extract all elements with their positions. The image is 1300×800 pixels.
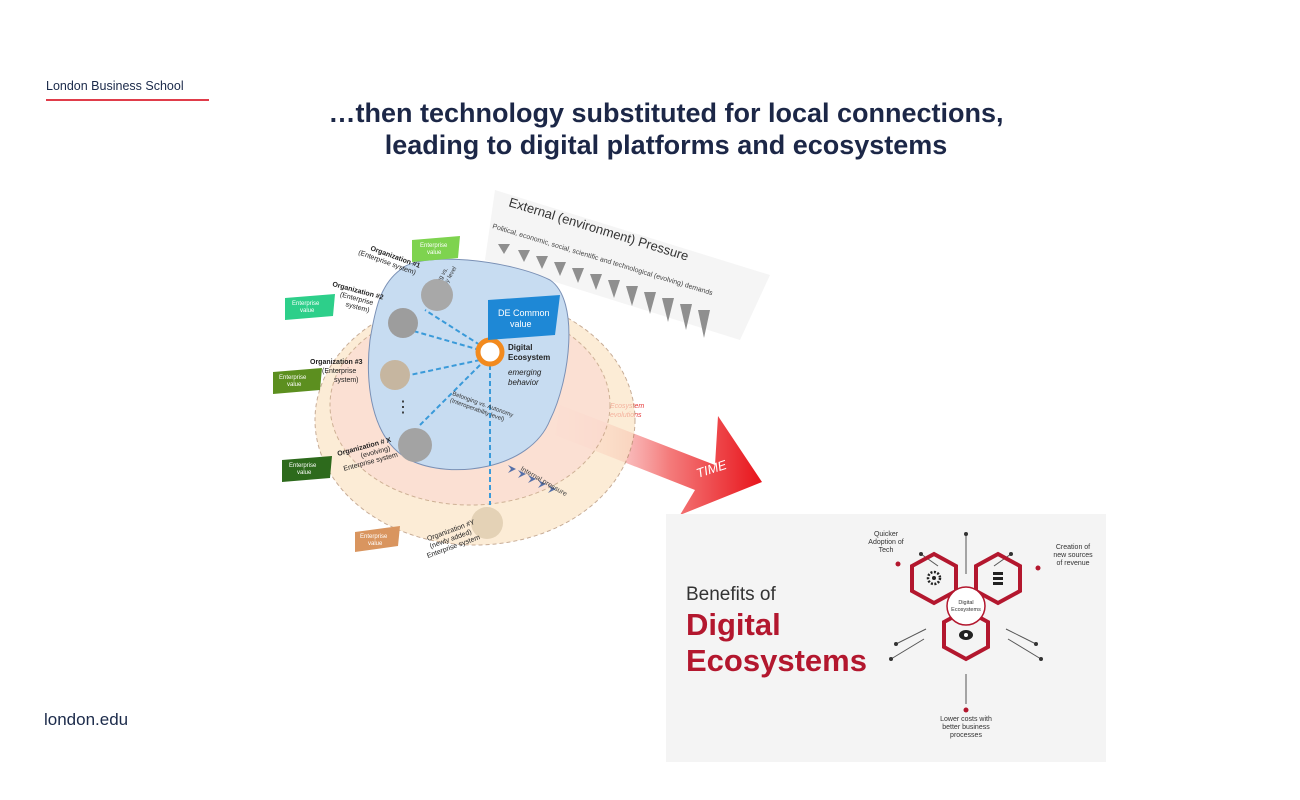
benefits-heading-line2: Ecosystems [686, 643, 867, 678]
enterprise-value-flag-5 [355, 526, 400, 552]
benefits-heading-line1: Digital [686, 607, 781, 642]
benefits-heading-small: Benefits of [686, 584, 776, 605]
organization-x-node [398, 428, 432, 462]
internal-pressure-chevrons [508, 465, 556, 493]
footer-url: london.edu [44, 710, 129, 729]
benefits-center-label-1: Digital [958, 600, 973, 606]
de-common-value-flag [488, 295, 560, 340]
coins-icon [993, 572, 1003, 585]
external-pressure-arrows [498, 244, 710, 338]
enterprise-value-flag-2 [285, 294, 335, 320]
organization-2-node [388, 308, 418, 338]
digital-ecosystem-node [475, 337, 505, 367]
gears-icon [926, 570, 942, 586]
enterprise-value-flag-1 [412, 236, 460, 262]
benefits-center-label-2: Ecosystems [951, 607, 981, 613]
benefits-accent-dots [895, 561, 1041, 713]
brand-underline [46, 99, 209, 101]
organization-1-label: Organization #1(Enterprise system) [357, 242, 421, 278]
benefits-center-circle [946, 586, 986, 626]
hexagon-costs [942, 607, 990, 662]
benefits-connector-dots [889, 532, 1043, 661]
benefits-background [666, 514, 1106, 762]
slide-title: …then technology substituted for local c… [200, 97, 1132, 161]
enterprise-value-flag-3 [273, 368, 322, 394]
ecosystem-diagram: External (environment) Pressure Politica… [273, 190, 770, 560]
benefits-graphic: Benefits of Digital Ecosystems Digital E… [666, 514, 1106, 762]
enterprise-value-flag-4 [282, 456, 332, 482]
connector-lines [409, 309, 491, 505]
brand-name: London Business School [46, 79, 184, 93]
external-pressure-band [485, 190, 770, 340]
benefits-connector-lines [890, 534, 1042, 704]
organization-1-node [421, 279, 453, 311]
piggy-bank-icon [959, 630, 973, 640]
hexagon-revenue [974, 551, 1022, 606]
title-line-1: …then technology substituted for local c… [328, 98, 1004, 128]
title-line-2: leading to digital platforms and ecosyst… [384, 130, 948, 160]
ellipsis-glyph: ⋮ [395, 399, 411, 416]
organization-3-node [380, 360, 410, 390]
hexagon-adoption [910, 551, 958, 606]
organization-y-node [471, 507, 503, 539]
